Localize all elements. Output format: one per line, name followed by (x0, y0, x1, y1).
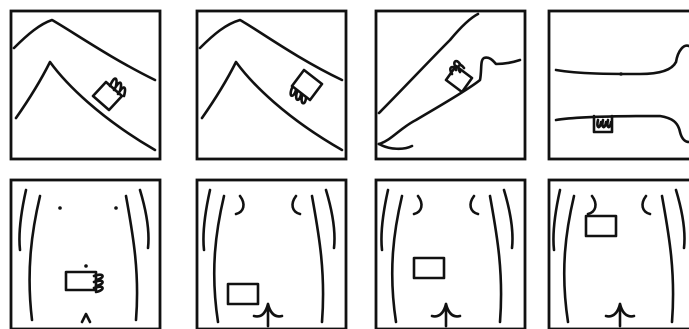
torso-left-outline (553, 190, 574, 322)
patch-with-fingers-icon (66, 272, 103, 292)
patch-rectangle (228, 284, 258, 304)
panel-frame (197, 11, 346, 159)
foot-outline (379, 144, 412, 149)
patch-rectangle (414, 258, 444, 278)
arm-outline-bottom (16, 62, 155, 150)
torso-right-outline (490, 190, 513, 322)
panel-abdomen-2 (197, 180, 346, 329)
panel-thigh (376, 11, 525, 159)
chest-curve (588, 196, 595, 214)
panel-frame (376, 180, 525, 329)
torso-right-outline (662, 190, 685, 322)
arm-outline-top (14, 20, 155, 80)
patch-with-fingers-icon (93, 79, 125, 111)
chest-curve (236, 196, 243, 214)
chest-curve (293, 196, 300, 214)
leg-outline-top (379, 14, 478, 113)
chest-dot (58, 206, 62, 210)
navel-dot (84, 264, 88, 268)
torso-left-outline (19, 190, 40, 320)
panel-abdomen-1 (11, 180, 160, 329)
patch-with-fingers-icon (594, 116, 612, 132)
panel-buttock (549, 11, 689, 159)
groin-mark (606, 304, 634, 326)
chest-curve (471, 196, 478, 214)
torso-right-outline (126, 190, 149, 320)
panel-upper-arm-2 (197, 11, 346, 159)
arm-outline-top (200, 20, 342, 80)
navel-dot (619, 72, 623, 76)
panel-abdomen-4 (549, 180, 689, 329)
panel-frame (11, 11, 160, 159)
chest-curve (643, 196, 650, 214)
torso-right-outline (312, 190, 335, 322)
patch-rectangle (586, 216, 616, 236)
torso-left-outline (203, 190, 224, 322)
torso-outline-bottom (556, 116, 689, 142)
groin-mark (432, 304, 460, 326)
arm-outline-bottom (202, 62, 342, 150)
panel-upper-arm-1 (11, 11, 160, 159)
panel-abdomen-3 (376, 180, 525, 329)
groin-mark (254, 304, 282, 326)
groin-mark (82, 314, 90, 322)
chest-dot (114, 206, 118, 210)
patch-with-fingers-icon (291, 70, 322, 103)
torso-left-outline (381, 190, 402, 322)
torso-outline-top (556, 46, 689, 74)
chest-curve (414, 196, 421, 214)
panel-frame (549, 11, 689, 159)
